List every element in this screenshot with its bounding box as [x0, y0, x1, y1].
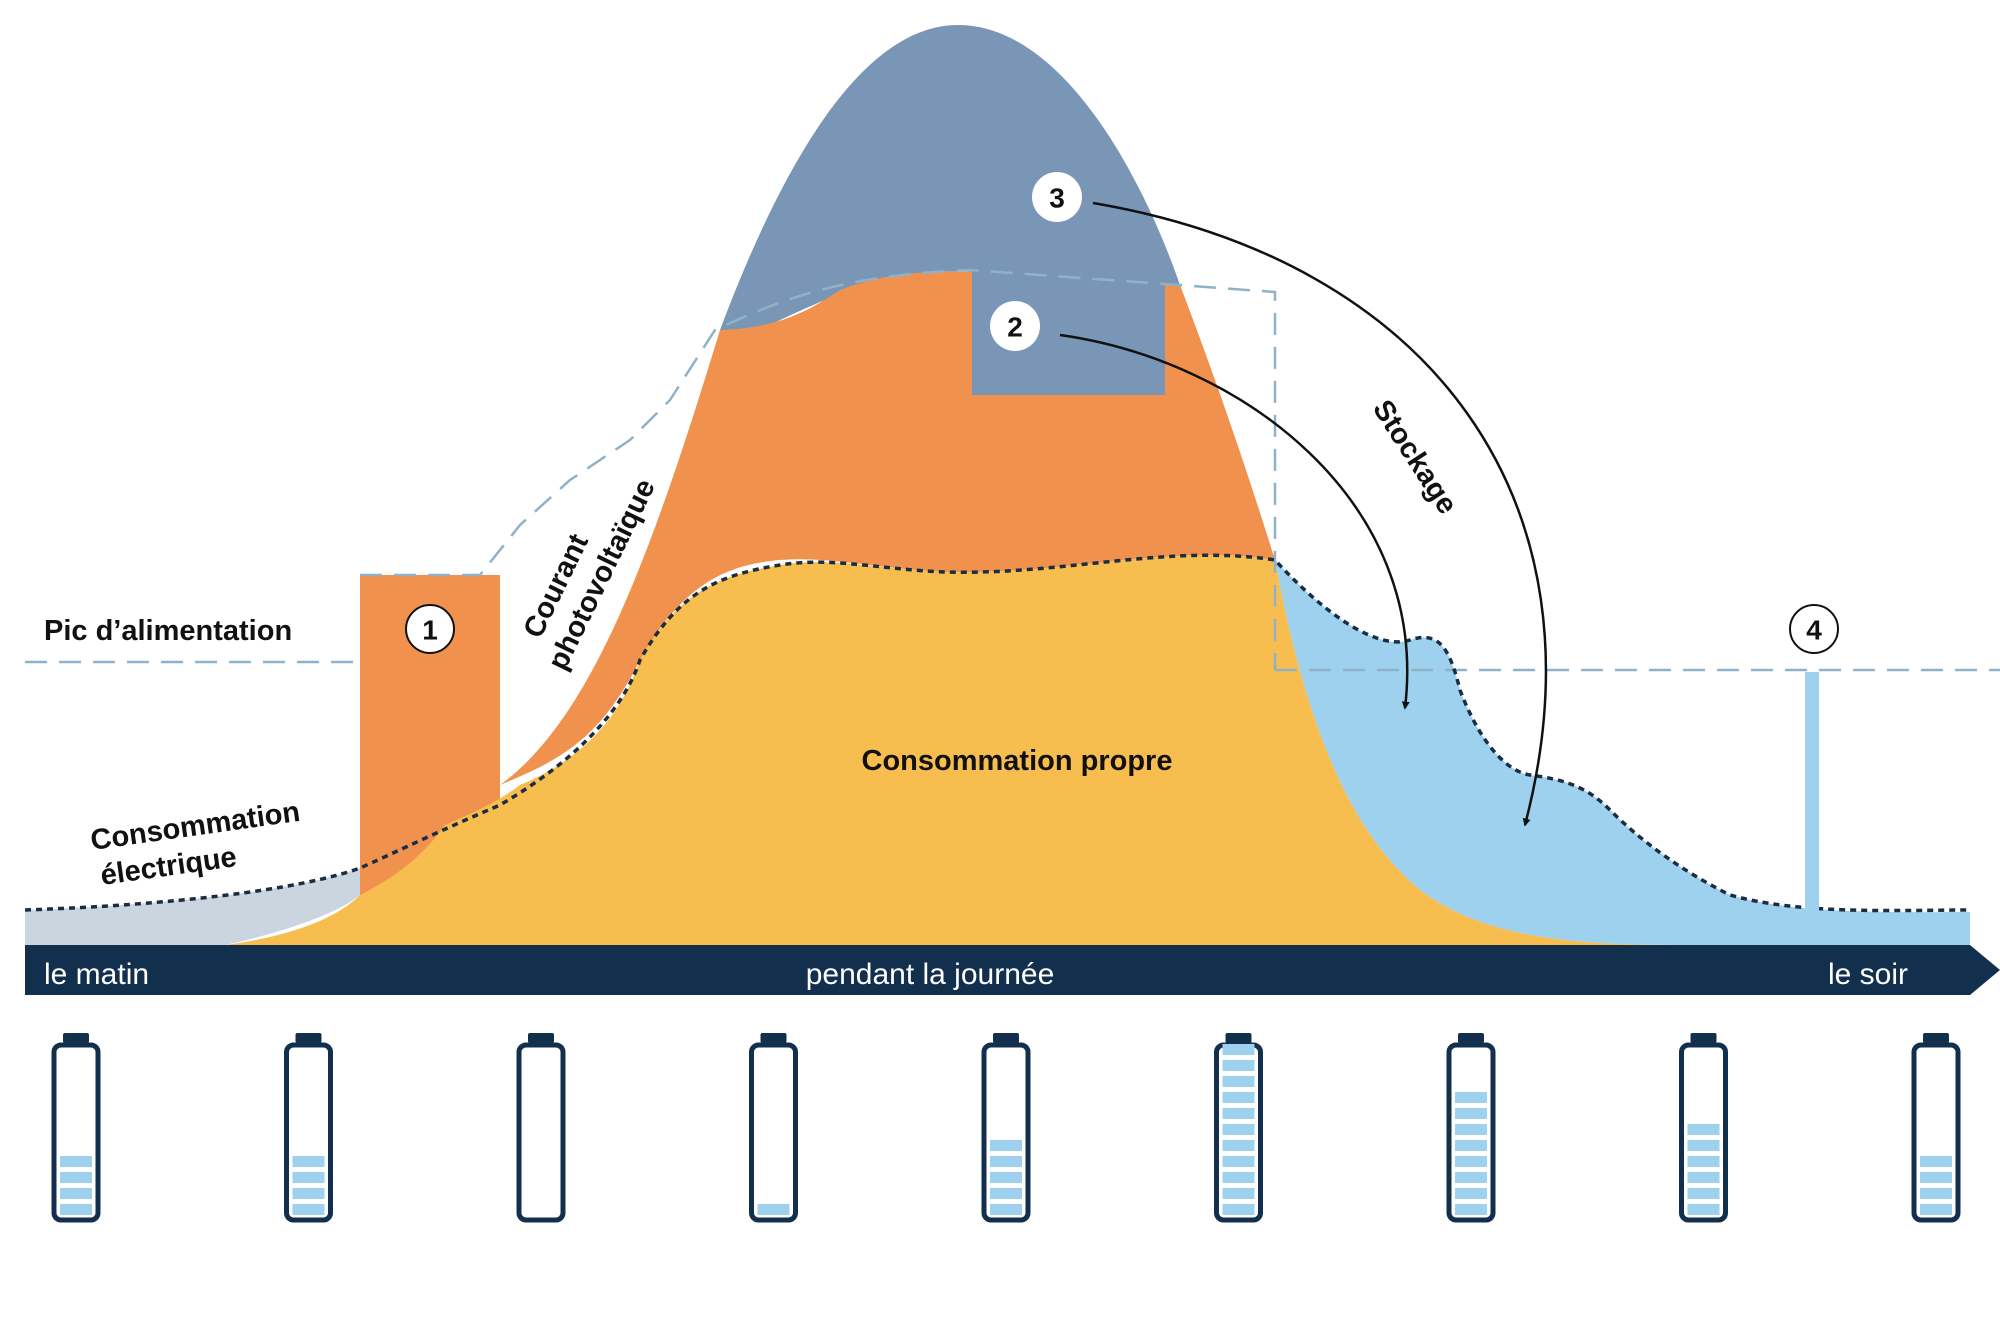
battery-segment — [1222, 1140, 1255, 1151]
battery-segment — [1222, 1092, 1255, 1103]
battery-row — [51, 1033, 1961, 1223]
battery-segment — [990, 1204, 1022, 1215]
battery-segment — [292, 1188, 325, 1199]
battery-segment — [1222, 1044, 1255, 1055]
battery-cap — [993, 1033, 1019, 1043]
battery-segment — [292, 1204, 325, 1215]
marker-1-text: 1 — [422, 615, 438, 646]
battery-segment — [1920, 1156, 1952, 1167]
battery-segment — [1920, 1204, 1952, 1215]
arrow-3 — [1092, 201, 1548, 827]
pv-surplus-area — [720, 25, 1180, 395]
battery-segment — [1222, 1188, 1255, 1199]
marker-3: 3 — [1032, 172, 1082, 222]
battery-segment — [990, 1172, 1022, 1183]
battery-segment — [1222, 1124, 1255, 1135]
battery-cap — [1690, 1033, 1717, 1043]
marker-4: 4 — [1789, 604, 1839, 654]
battery-segment — [1455, 1156, 1487, 1167]
consumption-label: Consommation électrique — [89, 796, 302, 892]
battery-segment — [1687, 1140, 1720, 1151]
battery-segment — [1920, 1172, 1952, 1183]
pv-battery-charge-area — [500, 271, 1275, 785]
marker-2: 2 — [990, 301, 1040, 351]
battery-segment — [1222, 1060, 1255, 1071]
storage-discharge-area — [1275, 560, 1970, 945]
battery-1 — [51, 1033, 101, 1223]
battery-segment — [292, 1156, 325, 1167]
marker-3-text: 3 — [1049, 183, 1065, 214]
battery-cap — [1923, 1033, 1949, 1043]
self-consumption-label: Consommation propre — [862, 745, 1173, 777]
pv-curve-dashed — [360, 268, 1277, 670]
evening-peak-bar — [1805, 672, 1819, 912]
battery-cap — [528, 1033, 554, 1043]
timeline-morning: le matin — [44, 958, 149, 991]
consumption-curve — [24, 553, 1971, 913]
battery-segment — [1920, 1188, 1952, 1199]
battery-segment — [990, 1156, 1022, 1167]
battery-2 — [284, 1033, 333, 1223]
battery-segment — [1687, 1124, 1720, 1135]
grid-consumption-area — [25, 868, 360, 945]
battery-segment — [60, 1172, 92, 1183]
battery-segment — [1222, 1108, 1255, 1119]
battery-segment — [1687, 1204, 1720, 1215]
timeline-evening: le soir — [1828, 958, 1908, 991]
battery-segment — [1222, 1204, 1255, 1215]
battery-5 — [981, 1033, 1031, 1223]
battery-cap — [295, 1033, 322, 1043]
battery-cap — [63, 1033, 89, 1043]
battery-segment — [1222, 1076, 1255, 1087]
timeline-day: pendant la journée — [806, 958, 1055, 991]
storage-label: Stockage — [1366, 394, 1463, 520]
arrow-2 — [1059, 333, 1410, 710]
battery-cap — [1225, 1033, 1252, 1043]
battery-segment — [1687, 1172, 1720, 1183]
battery-7 — [1446, 1033, 1496, 1223]
battery-segment — [1222, 1172, 1255, 1183]
battery-cap — [760, 1033, 787, 1043]
battery-segment — [1687, 1188, 1720, 1199]
peak-power-label: Pic d’alimentation — [44, 615, 292, 647]
battery-4 — [749, 1033, 798, 1223]
battery-segment — [1455, 1092, 1487, 1103]
marker-4-text: 4 — [1806, 615, 1822, 646]
battery-8 — [1679, 1033, 1728, 1223]
marker-1: 1 — [405, 604, 455, 654]
battery-9 — [1911, 1033, 1961, 1223]
battery-segment — [1455, 1188, 1487, 1199]
battery-segment — [1687, 1156, 1720, 1167]
self-consumption-area — [225, 555, 1680, 945]
battery-segment — [1455, 1108, 1487, 1119]
battery-segment — [60, 1156, 92, 1167]
battery-segment — [60, 1188, 92, 1199]
battery-6 — [1214, 1033, 1263, 1223]
marker-2-text: 2 — [1007, 312, 1023, 343]
battery-3 — [516, 1033, 566, 1223]
battery-segment — [292, 1172, 325, 1183]
battery-segment — [990, 1188, 1022, 1199]
battery-segment — [1455, 1124, 1487, 1135]
battery-segment — [990, 1140, 1022, 1151]
timeline-bar — [25, 945, 2000, 995]
battery-body — [516, 1042, 566, 1223]
battery-segment — [757, 1204, 790, 1215]
battery-segment — [1455, 1140, 1487, 1151]
battery-cap — [1458, 1033, 1484, 1043]
battery-segment — [60, 1204, 92, 1215]
battery-body — [749, 1042, 798, 1223]
battery-segment — [1455, 1172, 1487, 1183]
battery-segment — [1455, 1204, 1487, 1215]
battery-segment — [1222, 1156, 1255, 1167]
